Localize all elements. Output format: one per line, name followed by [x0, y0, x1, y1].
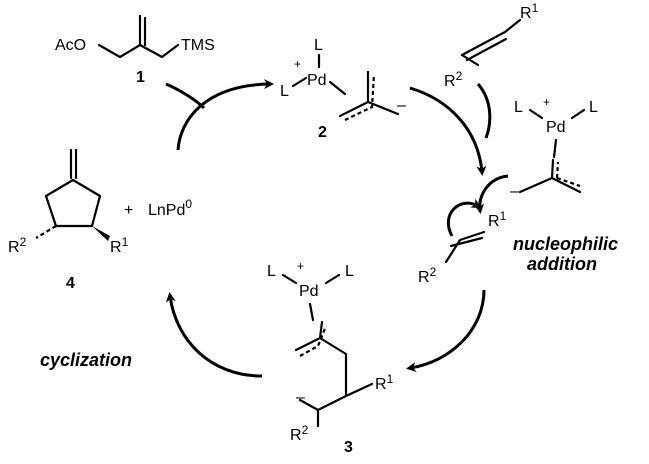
catalyst-plus: +: [124, 202, 133, 219]
product-r1-text: R: [110, 239, 122, 256]
product-r1-wedge: [92, 226, 110, 241]
catalyst-formula: LnPd0: [148, 197, 192, 219]
tmm-dashed: [555, 161, 581, 188]
attack-r1: R1: [488, 209, 507, 230]
olefin-r1-sup: 1: [532, 1, 539, 15]
tmm-frame: [518, 158, 582, 194]
tmm-ligand-left: L: [514, 99, 523, 116]
int3-r2-sup: 2: [302, 423, 309, 437]
arrow-bottom-right: [406, 289, 486, 373]
olefin-double: [465, 37, 508, 62]
product-r2: R2: [8, 235, 27, 256]
arrow-top-left: [176, 79, 274, 151]
tmm-ligand-right: L: [589, 99, 598, 116]
arrow-bottom-left: [165, 292, 263, 378]
product-4: R1 R2 4: [8, 148, 129, 292]
attack-arrow: [474, 174, 509, 214]
olefin-bonds: [460, 18, 522, 67]
attack-olefin-double: [449, 236, 484, 248]
catalyst-text: LnPd: [148, 202, 185, 219]
product-r1-sup: 1: [122, 235, 129, 249]
tmm-ligand-right-bond: [570, 108, 586, 120]
arrow-reagent-entry: [165, 82, 206, 110]
olefin-r2: R2: [444, 69, 463, 90]
olefin-r1-text: R: [520, 5, 532, 22]
backbone-bonds: [97, 43, 180, 59]
product-r1: R1: [110, 235, 129, 256]
olefin-substrate: R1 R2: [444, 1, 539, 90]
compound-3-number: 3: [344, 439, 353, 456]
int3-r1-sup: 1: [387, 372, 394, 386]
product-r2-text: R: [8, 239, 20, 256]
int3-ligand-right-bond: [324, 273, 341, 285]
arrow-olefin-entry: [476, 83, 492, 139]
pd2-plus: +: [294, 57, 301, 71]
olefin-r2-sup: 2: [456, 69, 463, 83]
tmm-metal: Pd: [546, 119, 566, 136]
pd2-ligand-left-bond: [291, 76, 308, 88]
compound-1: AcO TMS 1: [55, 14, 215, 86]
int3-r1-text: R: [375, 376, 387, 393]
attack-r2: R2: [418, 265, 437, 286]
int3-ligand-left-bond: [281, 273, 298, 285]
catalyst-sup: 0: [185, 197, 192, 211]
pd2-minus: –: [397, 97, 406, 114]
intermediate-3: L + L Pd – R1 R2 3: [267, 259, 394, 456]
attack-olefin-bonds: [444, 230, 486, 264]
int3-r1: R1: [375, 372, 394, 393]
attack-r2-text: R: [418, 269, 430, 286]
product-r2-hash: [35, 225, 57, 239]
int3-r2-text: R: [290, 427, 302, 444]
attack-r1-sup: 1: [500, 209, 507, 223]
int3-metal: Pd: [299, 283, 319, 300]
int3-pd-allyl-bond: [308, 302, 315, 322]
tmm-pd-complex: L + L Pd –: [510, 95, 598, 200]
pd2-allyl-dashed: [344, 73, 376, 121]
pd2-ligand-top: L: [314, 37, 323, 54]
attacked-olefin: R1 R2: [418, 174, 509, 286]
product-r2-sup: 2: [20, 235, 27, 249]
int3-ligand-left: L: [267, 263, 276, 280]
acetoxy-label: AcO: [55, 37, 86, 54]
olefin-r1: R1: [520, 1, 539, 22]
arrow-top-right: [409, 86, 487, 176]
tms-label: TMS: [181, 37, 215, 54]
int3-ligand-right: L: [345, 263, 354, 280]
tmm-plus: +: [543, 95, 550, 109]
label-addition: addition: [527, 254, 597, 274]
pd2-allyl-frame: [338, 70, 400, 118]
pd2-ligand-left: L: [280, 83, 289, 100]
int3-r2: R2: [290, 423, 309, 444]
int3-minus: –: [296, 389, 305, 406]
compound-1-number: 1: [136, 69, 145, 86]
pd2-metal: Pd: [307, 72, 327, 89]
tmm-minus: –: [510, 183, 519, 200]
attack-r1-text: R: [488, 213, 500, 230]
tmm-to-allyl-bond: [552, 138, 558, 159]
olefin-r2-text: R: [444, 73, 456, 90]
compound-2: L + Pd L – 2: [280, 37, 406, 141]
int3-r1-bond: [344, 382, 374, 398]
catalyst-label: + LnPd0: [124, 197, 192, 219]
compound-2-number: 2: [318, 124, 327, 141]
label-cyclization: cyclization: [40, 350, 132, 370]
cyclopentane-ring: [44, 178, 102, 228]
int3-plus: +: [297, 259, 304, 273]
electron-push-arrow: [446, 198, 482, 237]
pd2-to-allyl-bond: [328, 80, 347, 96]
tmm-ligand-left-bond: [528, 108, 544, 120]
compound-4-number: 4: [66, 275, 75, 292]
attack-r2-sup: 2: [430, 265, 437, 279]
label-nucleophilic: nucleophilic: [513, 234, 618, 254]
